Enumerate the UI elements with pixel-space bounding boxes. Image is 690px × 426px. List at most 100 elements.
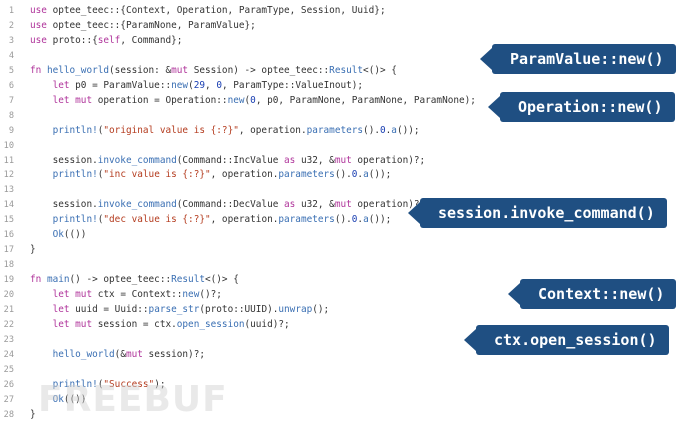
code-line: 24 hello_world(&mut session)?; bbox=[0, 347, 690, 363]
code-token bbox=[30, 289, 53, 300]
code-token: (& bbox=[114, 348, 126, 360]
code-token bbox=[30, 169, 53, 180]
code-token: . bbox=[385, 124, 392, 136]
code-token: println! bbox=[52, 124, 98, 136]
code-token: 0 bbox=[379, 124, 386, 136]
line-number: 5 bbox=[8, 65, 14, 76]
code-token: 29 bbox=[193, 79, 206, 91]
code-text: println!("inc value is {:?}", operation.… bbox=[30, 167, 392, 183]
code-token: let bbox=[52, 304, 70, 315]
code-token: (). bbox=[363, 124, 380, 136]
code-token: u32, & bbox=[295, 199, 335, 211]
code-token: optee_teec::{Context, Operation, ParamTy… bbox=[52, 5, 386, 16]
code-token: ( bbox=[97, 124, 104, 136]
code-token: mut bbox=[171, 64, 189, 76]
code-text: } bbox=[30, 242, 36, 258]
code-token: , p0, ParamNone, ParamNone, ParamNone); bbox=[255, 94, 476, 106]
line-number: 16 bbox=[3, 230, 14, 241]
code-token: a bbox=[391, 124, 397, 136]
code-token: ()?; bbox=[199, 289, 222, 301]
line-number: 10 bbox=[3, 140, 14, 151]
code-line: 17} bbox=[0, 242, 690, 258]
code-token: parameters bbox=[306, 124, 364, 136]
line-number: 4 bbox=[8, 50, 14, 61]
code-token: Result bbox=[171, 274, 205, 286]
code-token: (()) bbox=[63, 393, 87, 405]
code-token: (). bbox=[334, 169, 352, 181]
code-token: session)?; bbox=[142, 348, 205, 360]
code-token: "Success" bbox=[103, 378, 155, 390]
code-token: ()); bbox=[368, 169, 392, 181]
code-token: } bbox=[30, 408, 36, 420]
code-token: ( bbox=[97, 378, 104, 390]
code-token: fn bbox=[30, 274, 47, 286]
code-line: 16 Ok(()) bbox=[0, 227, 690, 243]
line-number: 22 bbox=[3, 319, 14, 330]
code-token: Result bbox=[329, 64, 364, 76]
code-token: (uuid)?; bbox=[244, 318, 290, 330]
code-token: operation)?; bbox=[351, 199, 426, 211]
code-token: , Command}; bbox=[120, 34, 183, 46]
code-token: 0 bbox=[250, 94, 256, 106]
code-token: , operation. bbox=[210, 214, 279, 226]
code-text: use proto::{self, Command}; bbox=[30, 33, 182, 49]
code-line: 12 println!("inc value is {:?}", operati… bbox=[0, 167, 690, 183]
code-token: use bbox=[30, 5, 53, 16]
code-token: (); bbox=[312, 304, 330, 315]
code-token: parameters bbox=[278, 214, 335, 226]
code-token: (Command::IncValue bbox=[176, 154, 285, 166]
code-token: session. bbox=[30, 199, 98, 211]
code-token: hello_world bbox=[52, 348, 115, 360]
code-text: fn main() -> optee_teec::Result<()> { bbox=[30, 272, 239, 288]
code-token: "original value is {:?}" bbox=[103, 124, 239, 136]
code-text: hello_world(&mut session)?; bbox=[30, 347, 205, 363]
code-token: unwrap bbox=[278, 304, 313, 315]
code-token: (()) bbox=[63, 229, 87, 241]
code-token: . bbox=[357, 214, 364, 226]
line-number: 27 bbox=[3, 394, 14, 405]
code-token: uuid = Uuid:: bbox=[69, 304, 149, 315]
code-line: 6 let p0 = ParamValue::new(29, 0, ParamT… bbox=[0, 78, 690, 94]
code-token: ctx = Context:: bbox=[92, 289, 183, 301]
code-line: 23 bbox=[0, 332, 690, 348]
line-number: 26 bbox=[3, 379, 14, 390]
watermark-logo: FREEBUF bbox=[38, 379, 228, 420]
code-line: 27 Ok(()) bbox=[0, 392, 690, 408]
code-token: ()); bbox=[396, 124, 420, 136]
code-token: 0 bbox=[351, 214, 358, 226]
code-text: let uuid = Uuid::parse_str(proto::UUID).… bbox=[30, 302, 330, 318]
code-text: let mut operation = Operation::new(0, p0… bbox=[30, 93, 476, 109]
code-line: 21 let uuid = Uuid::parse_str(proto::UUI… bbox=[0, 302, 690, 318]
callout-label: Context::new() bbox=[538, 285, 665, 303]
code-token: Session) -> optee_teec:: bbox=[188, 64, 330, 76]
line-number: 18 bbox=[3, 260, 14, 271]
code-token: mut bbox=[125, 348, 143, 360]
callout-operation-new: Operation::new() bbox=[488, 92, 675, 122]
code-text: println!("dec value is {:?}", operation.… bbox=[30, 212, 392, 228]
line-number: 28 bbox=[3, 409, 14, 420]
code-line: 9 println!("original value is {:?}", ope… bbox=[0, 123, 690, 139]
code-token: Ok bbox=[52, 393, 64, 405]
code-line: 13 bbox=[0, 182, 690, 198]
code-text: } bbox=[30, 407, 36, 423]
code-line: 25 bbox=[0, 362, 690, 378]
code-token: , operation. bbox=[210, 169, 279, 181]
line-number: 9 bbox=[8, 125, 14, 136]
code-token: (). bbox=[334, 214, 352, 226]
code-token: as bbox=[284, 199, 296, 211]
line-number: 17 bbox=[3, 245, 14, 256]
code-line: 8 bbox=[0, 108, 690, 124]
line-number: 13 bbox=[3, 185, 14, 196]
code-text: session.invoke_command(Command::DecValue… bbox=[30, 197, 426, 213]
code-token: ( bbox=[244, 94, 251, 106]
code-token: a bbox=[363, 214, 369, 226]
code-line: 4 bbox=[0, 48, 690, 64]
line-number: 24 bbox=[3, 349, 14, 360]
code-token bbox=[30, 304, 53, 315]
callout-open-session: ctx.open_session() bbox=[464, 325, 669, 355]
code-token: new bbox=[171, 79, 189, 91]
callout-label: Operation::new() bbox=[518, 98, 663, 116]
code-token: open_session bbox=[176, 318, 245, 330]
